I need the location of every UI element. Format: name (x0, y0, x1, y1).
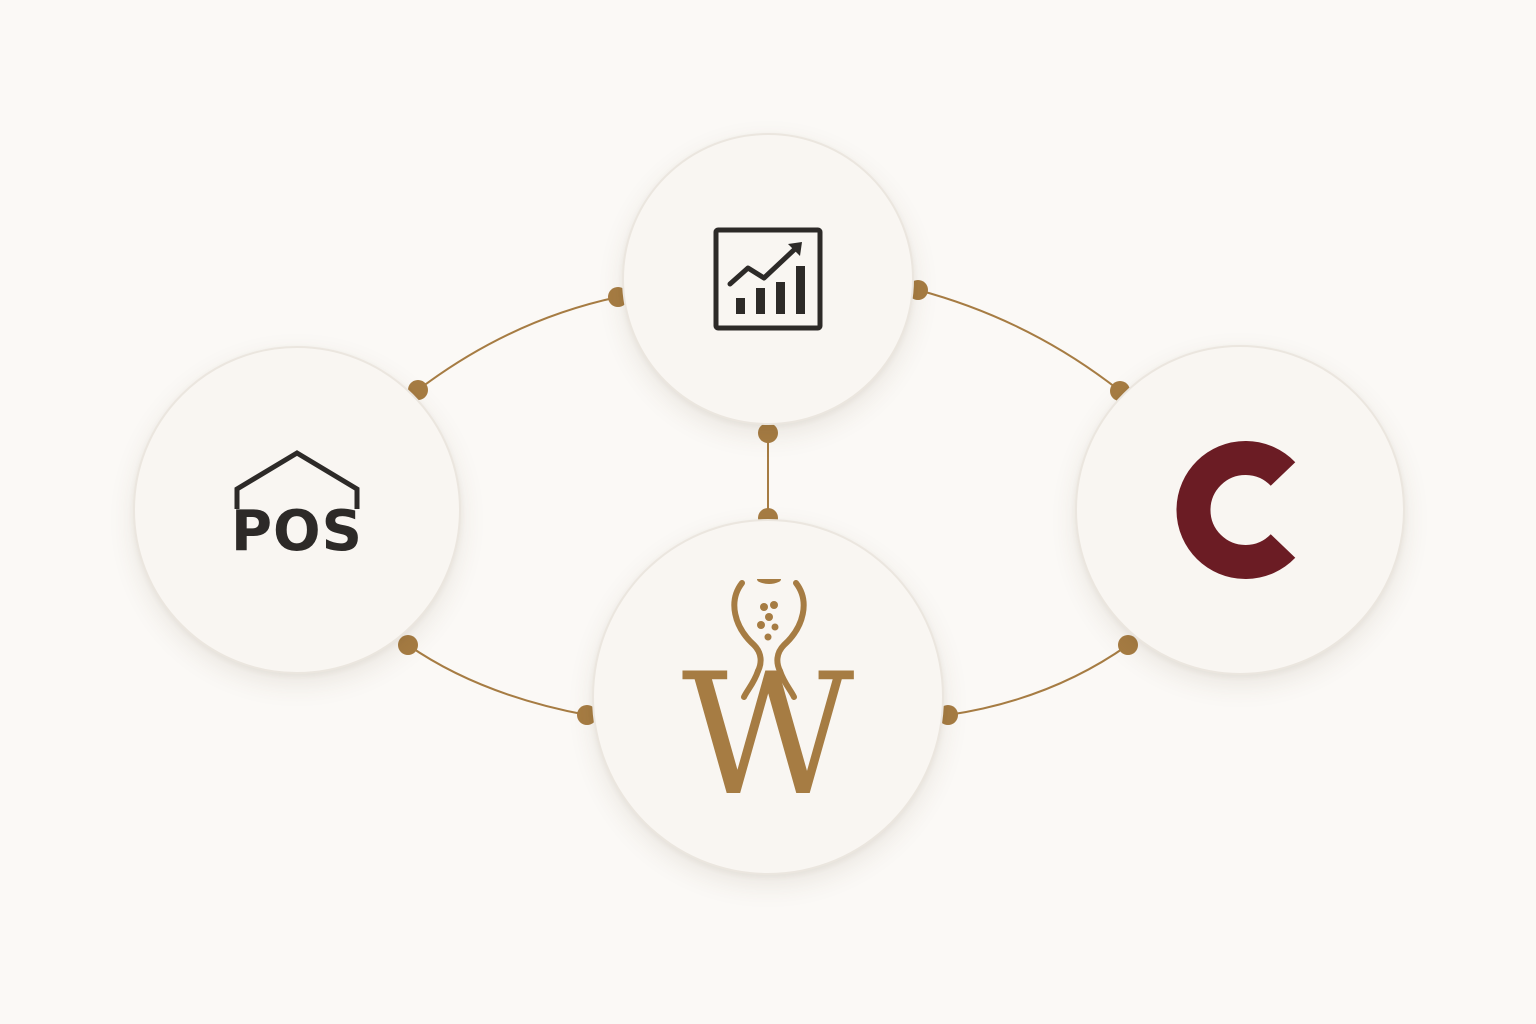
connector-dot (1118, 635, 1138, 655)
connector-winery-c (947, 644, 1129, 716)
w-letter: W (682, 637, 855, 799)
winery-node[interactable]: W (592, 519, 944, 875)
c-letter: C (1240, 519, 1241, 521)
pos-logo: POS (227, 449, 367, 579)
connector-analytics-c (917, 289, 1121, 392)
pos-node[interactable]: POS (133, 346, 461, 674)
connector-dot (758, 423, 778, 443)
connector-pos-analytics (417, 296, 619, 391)
house-roof-icon (234, 450, 360, 509)
analytics-node[interactable] (622, 133, 914, 425)
c-logo: C (1176, 441, 1296, 579)
connector-dot (398, 635, 418, 655)
wine-glass-w-logo: W (682, 579, 855, 799)
analytics-chart-icon (713, 227, 823, 331)
connector-pos-winery (407, 644, 588, 716)
pos-label: POS (231, 499, 363, 564)
c-brand-node[interactable]: C (1075, 345, 1405, 675)
